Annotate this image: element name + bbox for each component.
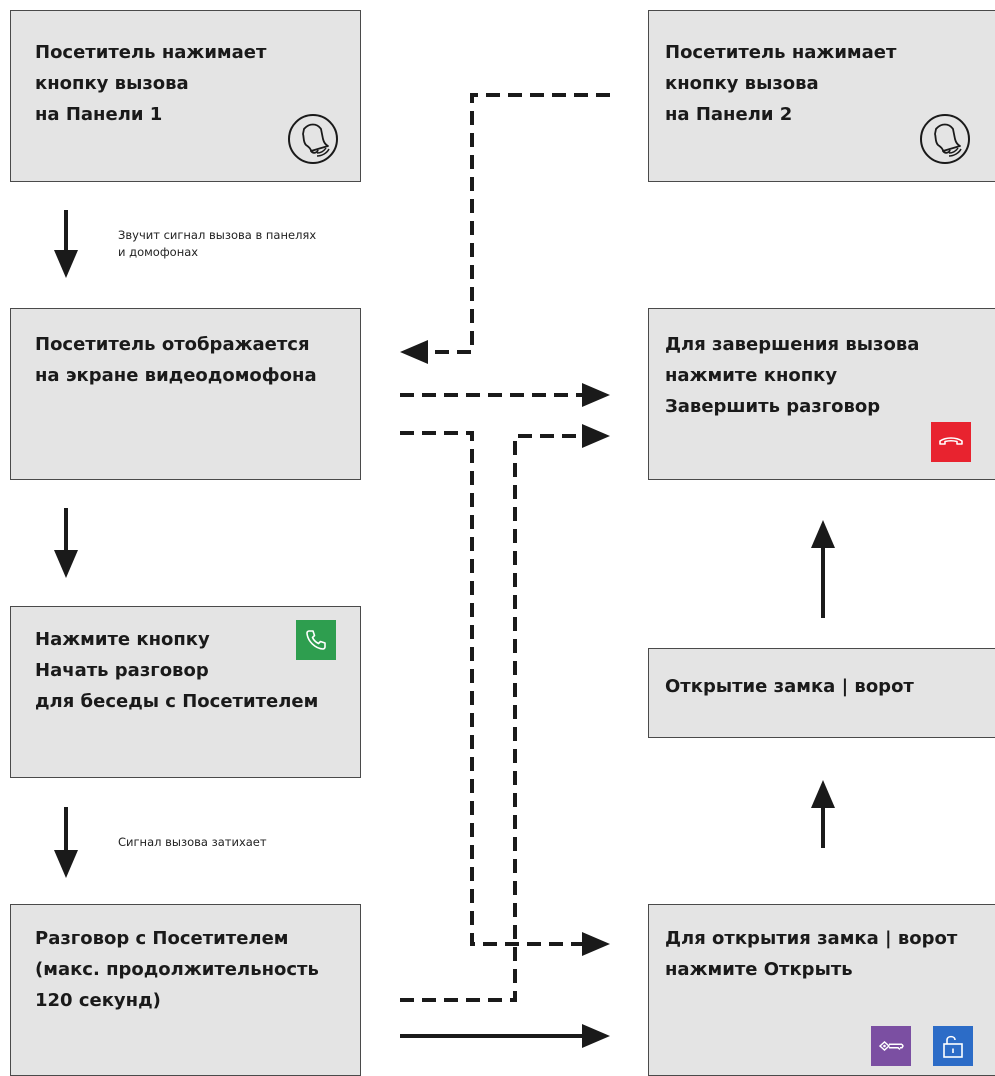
arrow-down-2-head — [54, 550, 78, 578]
box-line: (макс. продолжительность — [35, 959, 319, 980]
padlock-open-icon — [933, 1026, 973, 1066]
dashed-talk-to-end — [400, 434, 584, 1002]
bell-in-circle-icon — [287, 113, 339, 165]
note-line: и домофонах — [118, 245, 199, 259]
box-line-bold: Начать разговор — [35, 660, 209, 681]
note-ring-signal: Звучит сигнал вызова в панелях и домофон… — [118, 227, 316, 261]
step-panel2-call: Посетитель нажимает кнопку вызова на Пан… — [648, 10, 995, 182]
box-line: Открытие замка | ворот — [665, 676, 914, 697]
box-line: Посетитель нажимает — [35, 42, 267, 63]
note-signal-fades: Сигнал вызова затихает — [118, 834, 267, 851]
box-line: на экране видеодомофона — [35, 365, 317, 386]
box-line-bold: Завершить разговор — [665, 396, 881, 417]
dashed-display-to-open — [400, 431, 584, 946]
box-line-mixed: нажмите Открыть — [665, 954, 957, 985]
box-line: кнопку вызова — [35, 73, 189, 94]
arrow-up-1-head — [811, 520, 835, 548]
arrow-down-3-head — [54, 850, 78, 878]
box-line: Разговор с Посетителем — [35, 928, 289, 949]
dashed-display-to-open-head — [582, 932, 610, 956]
step-talk: Разговор с Посетителем (макс. продолжите… — [10, 904, 361, 1076]
key-icon — [871, 1026, 911, 1066]
box-line: на Панели 2 — [665, 104, 793, 125]
arrow-right-solid-head — [582, 1024, 610, 1048]
box-line: Посетитель отображается — [35, 334, 310, 355]
dashed-panel2-to-display — [430, 93, 610, 354]
dashed-talk-to-end-head — [582, 424, 610, 448]
bell-in-circle-icon — [919, 113, 971, 165]
hang-up-phone-icon — [931, 422, 971, 462]
box-line-bold: Открыть — [763, 959, 853, 980]
note-line: Сигнал вызова затихает — [118, 835, 267, 849]
box-line: Нажмите кнопку — [35, 629, 210, 650]
box-line: кнопку вызова — [665, 73, 819, 94]
step-open-prompt: Для открытия замка | ворот нажмите Откры… — [648, 904, 995, 1076]
note-line: Звучит сигнал вызова в панелях — [118, 228, 317, 242]
step-lock-opening: Открытие замка | ворот — [648, 648, 995, 738]
box-line: для беседы с Посетителем — [35, 691, 319, 712]
step-start-talk: Нажмите кнопку Начать разговор для бесед… — [10, 606, 361, 778]
step-panel1-call: Посетитель нажимает кнопку вызова на Пан… — [10, 10, 361, 182]
box-line-prefix: нажмите — [665, 959, 764, 980]
box-line: 120 секунд) — [35, 990, 161, 1011]
box-line: Посетитель нажимает — [665, 42, 897, 63]
arrow-down-1-head — [54, 250, 78, 278]
dashed-display-to-end-1-head — [582, 383, 610, 407]
dashed-panel2-to-display-head — [400, 340, 428, 364]
box-line: Для открытия замка | ворот — [665, 928, 958, 949]
step-visitor-displayed: Посетитель отображается на экране видеод… — [10, 308, 361, 480]
step-end-call: Для завершения вызова нажмите кнопку Зав… — [648, 308, 995, 480]
box-line: на Панели 1 — [35, 104, 163, 125]
phone-icon — [296, 620, 336, 660]
box-line: Для завершения вызова — [665, 334, 920, 355]
box-line: нажмите кнопку — [665, 365, 838, 386]
arrow-up-2-head — [811, 780, 835, 808]
